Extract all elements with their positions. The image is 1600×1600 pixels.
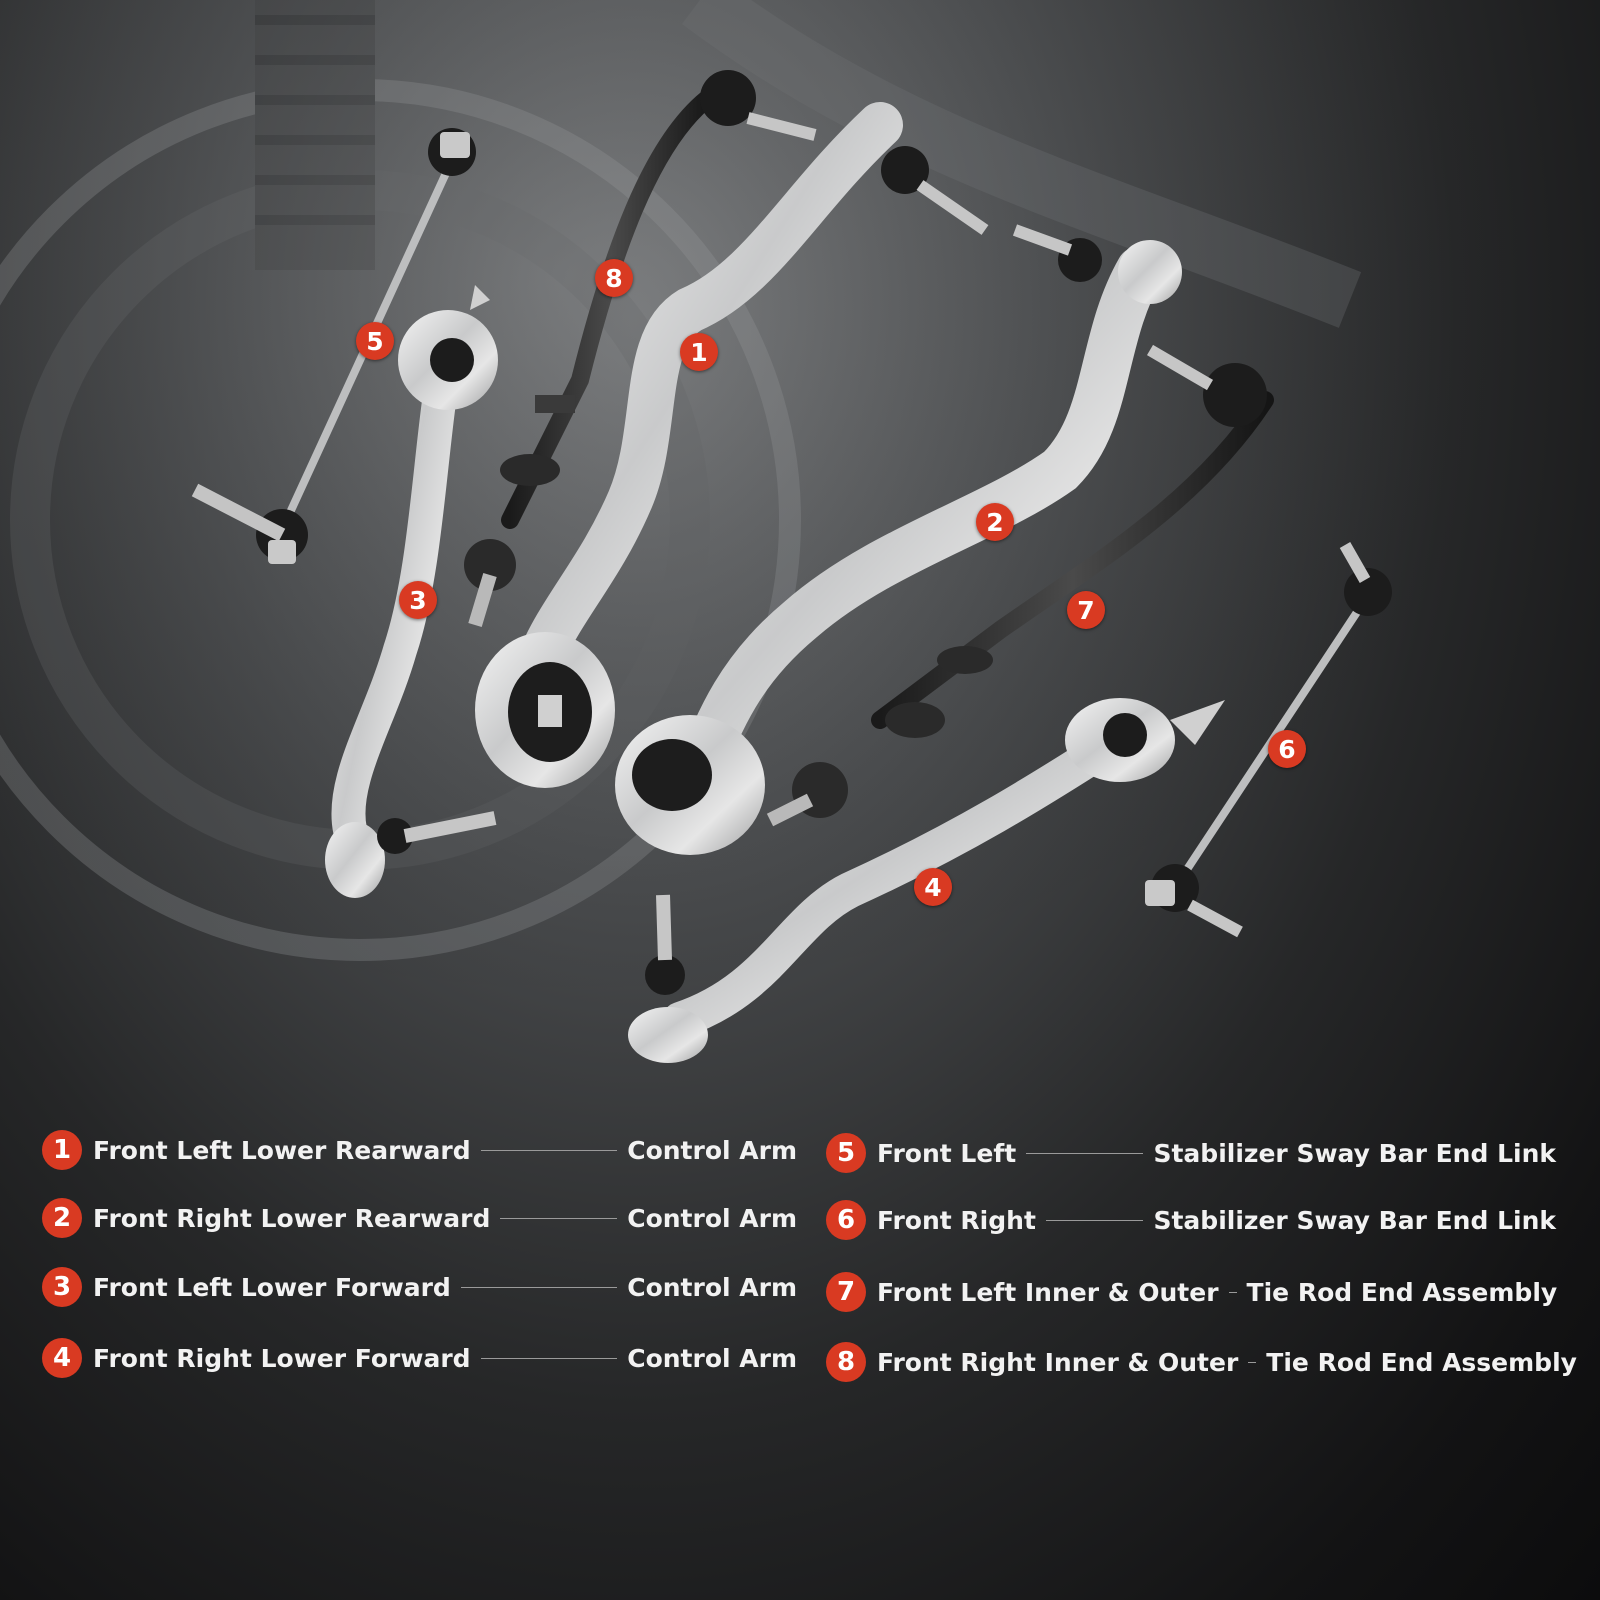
legend-badge: 4 — [42, 1338, 82, 1378]
legend-leader-line — [1026, 1152, 1144, 1154]
legend-part-name: Front Left Lower Rearward — [93, 1135, 471, 1165]
legend-part-type: Tie Rod End Assembly — [1246, 1277, 1558, 1307]
legend-leader-line — [480, 1357, 618, 1359]
callout-badge-7: 7 — [1067, 591, 1105, 629]
legend-part-name: Front Right — [877, 1205, 1036, 1235]
legend-row-6: 6 Front Right Stabilizer Sway Bar End Li… — [826, 1197, 1556, 1243]
legend-badge: 8 — [826, 1342, 866, 1382]
control-arm-4 — [628, 698, 1225, 1063]
legend-leader-line — [480, 1149, 618, 1151]
legend-leader-line — [500, 1217, 618, 1219]
legend-row-1: 1 Front Left Lower Rearward Control Arm — [42, 1127, 797, 1173]
legend-badge: 7 — [826, 1272, 866, 1312]
legend-part-type: Control Arm — [627, 1203, 797, 1233]
tie-rod-8 — [464, 70, 817, 628]
legend-leader-line — [1045, 1219, 1144, 1221]
legend-badge: 6 — [826, 1200, 866, 1240]
legend-part-type: Stabilizer Sway Bar End Link — [1153, 1205, 1556, 1235]
legend-leader-line — [1248, 1361, 1257, 1363]
callout-badge-1: 1 — [680, 333, 718, 371]
control-arm-3 — [325, 285, 498, 898]
callout-badge-2: 2 — [976, 503, 1014, 541]
legend-row-5: 5 Front Left Stabilizer Sway Bar End Lin… — [826, 1130, 1556, 1176]
legend-part-name: Front Left Lower Forward — [93, 1272, 451, 1302]
callout-badge-3: 3 — [399, 581, 437, 619]
control-arm-1 — [475, 102, 989, 788]
callout-badge-6: 6 — [1268, 730, 1306, 768]
legend-row-2: 2 Front Right Lower Rearward Control Arm — [42, 1195, 797, 1241]
legend-badge: 3 — [42, 1267, 82, 1307]
legend-part-type: Control Arm — [627, 1343, 797, 1373]
legend-part-name: Front Left Inner & Outer — [877, 1277, 1219, 1307]
legend-leader-line — [460, 1286, 618, 1288]
legend-part-type: Tie Rod End Assembly — [1266, 1347, 1577, 1377]
legend-part-type: Control Arm — [627, 1135, 797, 1165]
legend-row-7: 7 Front Left Inner & Outer Tie Rod End A… — [826, 1269, 1558, 1315]
legend-leader-line — [1228, 1291, 1237, 1293]
legend-badge: 5 — [826, 1133, 866, 1173]
legend-part-name: Front Right Lower Rearward — [93, 1203, 491, 1233]
legend-part-name: Front Left — [877, 1138, 1017, 1168]
callout-badge-4: 4 — [914, 868, 952, 906]
legend-part-type: Stabilizer Sway Bar End Link — [1153, 1138, 1556, 1168]
legend-part-name: Front Right Lower Forward — [93, 1343, 471, 1373]
callout-badge-5: 5 — [356, 322, 394, 360]
legend-badge: 2 — [42, 1198, 82, 1238]
legend-row-3: 3 Front Left Lower Forward Control Arm — [42, 1264, 797, 1310]
legend-part-type: Control Arm — [627, 1272, 797, 1302]
legend-row-8: 8 Front Right Inner & Outer Tie Rod End … — [826, 1339, 1577, 1385]
legend-badge: 1 — [42, 1130, 82, 1170]
legend-row-4: 4 Front Right Lower Forward Control Arm — [42, 1335, 797, 1381]
callout-badge-8: 8 — [595, 259, 633, 297]
legend-part-name: Front Right Inner & Outer — [877, 1347, 1239, 1377]
tie-rod-7 — [766, 344, 1274, 827]
control-arm-2 — [615, 224, 1182, 855]
